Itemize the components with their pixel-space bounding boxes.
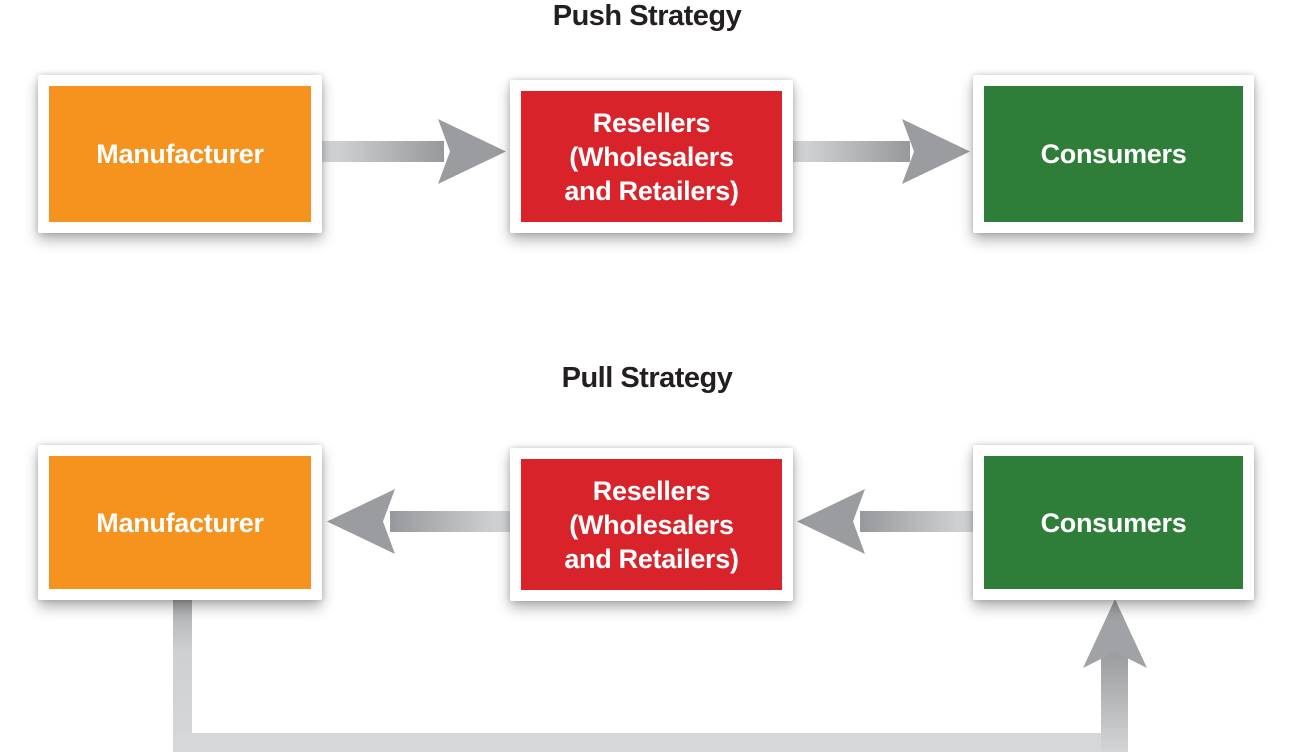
push-manufacturer-box: Manufacturer bbox=[38, 75, 322, 233]
push-resellers-label-line1: Resellers bbox=[592, 107, 711, 138]
pull-consumers-box: Consumers bbox=[973, 445, 1254, 600]
pull-arrow-consumers-to-resellers bbox=[797, 489, 973, 554]
push-resellers-label-line2: (Wholesalers bbox=[569, 141, 734, 172]
loop-up-segment bbox=[1101, 648, 1128, 752]
push-arrow-resellers-to-consumers bbox=[793, 119, 970, 184]
pull-resellers-label-line2: (Wholesalers bbox=[569, 509, 734, 540]
push-consumers-label: Consumers bbox=[1040, 139, 1187, 169]
push-consumers-box: Consumers bbox=[973, 75, 1254, 233]
push-resellers-label-line3: and Retailers) bbox=[564, 175, 739, 206]
loop-drop-segment bbox=[173, 597, 192, 752]
pull-consumers-label: Consumers bbox=[1040, 507, 1187, 538]
push-manufacturer-label: Manufacturer bbox=[96, 139, 264, 169]
push-strategy-title: Push Strategy bbox=[552, 0, 742, 32]
loop-bottom-segment bbox=[173, 733, 1128, 752]
pull-strategy-title: Pull Strategy bbox=[561, 362, 733, 394]
pull-manufacturer-box: Manufacturer bbox=[38, 445, 322, 600]
pull-manufacturer-label: Manufacturer bbox=[96, 507, 264, 538]
pull-arrow-resellers-to-manufacturer bbox=[327, 489, 510, 554]
loop-up-arrowhead bbox=[1083, 599, 1147, 668]
pull-loop-manufacturer-to-consumers bbox=[173, 597, 1147, 752]
pull-resellers-label-line1: Resellers bbox=[592, 475, 711, 506]
push-arrow-manufacturer-to-resellers bbox=[322, 119, 506, 184]
push-resellers-box: Resellers (Wholesalers and Retailers) bbox=[510, 80, 793, 233]
pull-resellers-box: Resellers (Wholesalers and Retailers) bbox=[510, 448, 793, 601]
pull-resellers-label-line3: and Retailers) bbox=[564, 543, 739, 574]
